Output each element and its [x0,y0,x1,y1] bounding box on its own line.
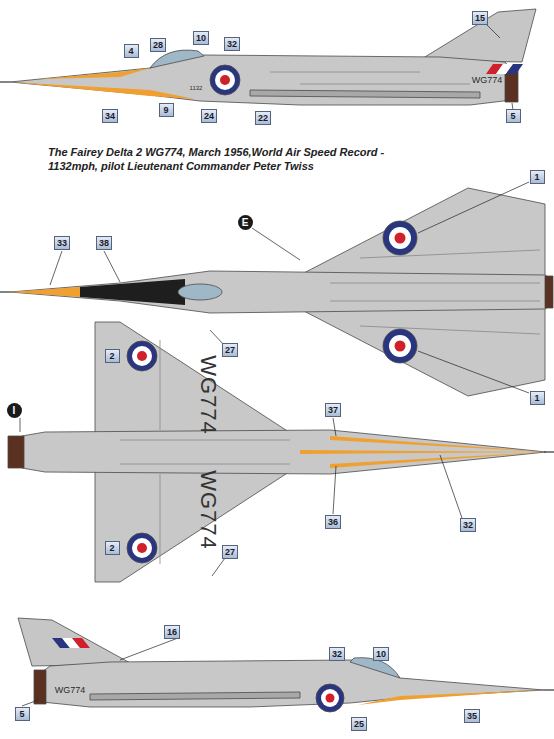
callout-number: 4 [124,44,139,58]
diagram-title: The Fairey Delta 2 WG774, March 1956,Wor… [48,145,408,173]
callout-number: 34 [102,109,118,123]
callout-number: 1 [530,391,545,405]
nose-marking: 1132 [190,85,203,91]
callout-number: 32 [460,518,476,532]
callout-number: 32 [329,647,345,661]
view-letter: E [238,215,253,230]
callout-number: 35 [464,709,480,723]
callout-number: 15 [472,11,488,25]
callout-number: 36 [325,515,341,529]
view-letter: I [7,403,22,418]
callout-number: 9 [159,103,174,117]
callout-number: 1 [530,170,545,184]
callout-number: 27 [222,343,238,357]
callout-number: 2 [105,541,120,555]
callout-number: 2 [105,349,120,363]
serial-marking: WG774 [195,470,221,550]
callout-number: 22 [255,111,271,125]
callout-number: 16 [164,625,180,639]
callout-number: 24 [201,109,217,123]
callout-number: 37 [325,403,341,417]
serial-marking: WG774 [195,355,221,435]
callout-number: 10 [193,31,209,45]
callout-number: 28 [150,38,166,52]
callout-number: 5 [506,109,521,123]
callout-number: 33 [54,236,70,250]
serial-marking: WG774 [472,75,503,85]
callout-number: 32 [224,37,240,51]
callout-number: 25 [351,717,367,731]
callout-number: 27 [222,545,238,559]
serial-marking: WG774 [55,685,86,695]
callout-number: 10 [373,647,389,661]
callout-number: 38 [96,236,112,250]
callout-number: 5 [15,707,30,721]
